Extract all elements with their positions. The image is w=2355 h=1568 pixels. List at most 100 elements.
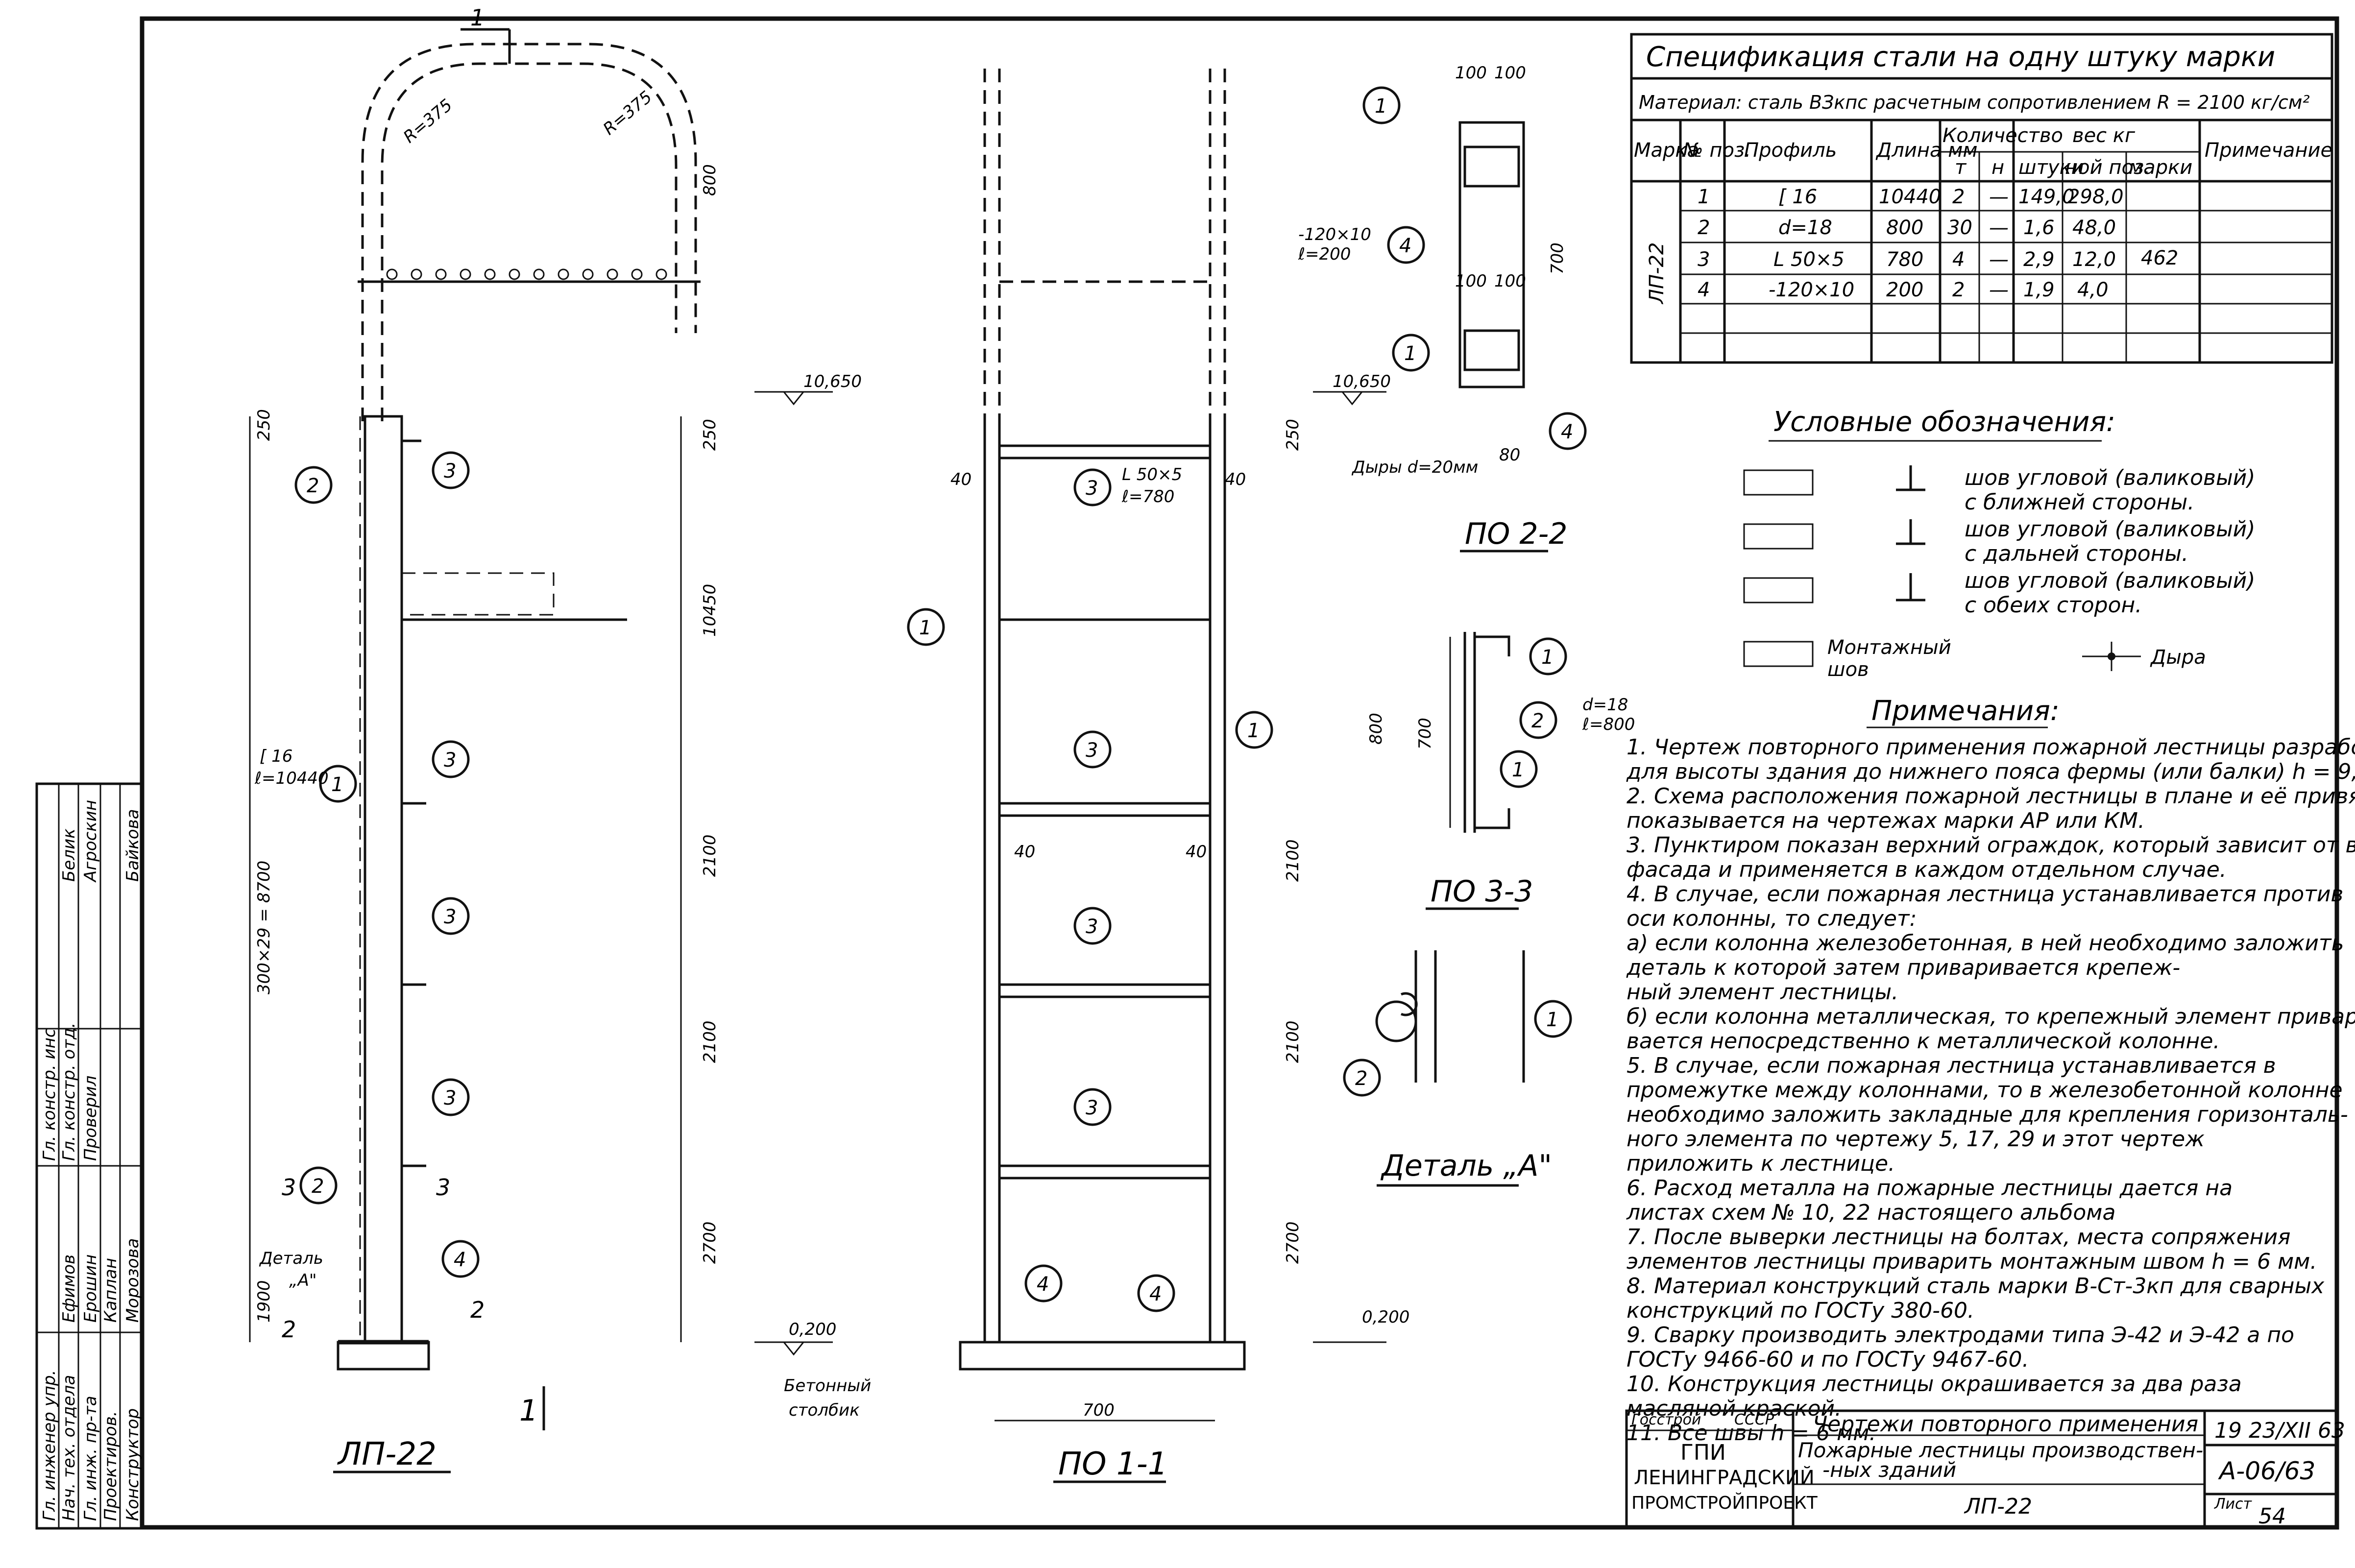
spec-cell: 10440 (1879, 186, 1941, 208)
dimension-label: 700 (1083, 1400, 1115, 1420)
spec-cell: 2 (1952, 279, 1965, 301)
section-mark: 3 (436, 1174, 450, 1201)
spec-cell: 1,6 (2023, 217, 2055, 239)
spec-cell: L 50×5 (1773, 248, 1845, 271)
note-line: 9. Сварку производить электродами типа Э… (1627, 1323, 2294, 1348)
legend-text: с ближней стороны. (1965, 490, 2194, 515)
main-elevation-view: R=375 R=375 1 10450 800 250 2100 2100 27… (249, 4, 862, 1473)
signature-role: Гл. констр. отд. (59, 1023, 79, 1161)
callout-1: 1 (1247, 720, 1260, 742)
stamp-code: А-06/63 (2218, 1457, 2315, 1485)
spec-cell: 12,0 (2072, 248, 2116, 271)
note-line: 11. Все швы h = 6 мм. (1627, 1421, 1876, 1446)
note-line: для высоты здания до нижнего пояса фермы… (1626, 759, 2355, 784)
callout-3: 3 (444, 460, 456, 482)
dimension-label: 300×29 = 8700 (254, 861, 274, 994)
note-line: 1. Чертеж повторного применения пожарной… (1627, 735, 2355, 760)
note-line: приложить к лестнице. (1627, 1151, 1895, 1176)
note-line: необходимо заложить закладные для крепле… (1627, 1102, 2348, 1127)
callout-4: 4 (1399, 235, 1411, 257)
dimension-label: 800 (700, 164, 720, 196)
dimension-label: 40 (950, 470, 971, 489)
spec-header: штуки (2018, 156, 2084, 179)
stamp-sheet-label: Лист (2214, 1496, 2253, 1513)
stamp-title: Чертежи повторного применения (1813, 1412, 2198, 1437)
spec-header: ной поз. (2065, 156, 2150, 179)
callout-4: 4 (454, 1249, 466, 1271)
spec-cell: 2 (1952, 186, 1965, 208)
legend-text: шов угловой (валиковый) (1965, 465, 2255, 490)
legend-text: шов (1827, 658, 1869, 681)
profile-length: ℓ=780 (1121, 487, 1174, 507)
view-title: ЛП-22 (337, 1436, 437, 1472)
dimension-label: 700 (1548, 242, 1567, 274)
spec-cell: d=18 (1778, 217, 1832, 239)
spec-header: Примечание (2205, 139, 2332, 162)
elevation-label: 10,650 (803, 372, 862, 391)
legend-text: шов угловой (валиковый) (1965, 517, 2255, 542)
note-line: масляной краской. (1627, 1396, 1842, 1421)
detail-a-view: 1 2 Деталь „А" (1343, 950, 1572, 1187)
spec-cell: 149,0 (2018, 186, 2075, 208)
dimension-label: 250 (1283, 419, 1303, 451)
view-title: Деталь „А" (1380, 1149, 1552, 1183)
legend-text: с дальней стороны. (1965, 541, 2188, 566)
signature-role: Гл. инженер упр. (40, 1370, 59, 1521)
spec-cell: 298,0 (2067, 186, 2124, 208)
profile-label: [ 16 (260, 747, 292, 766)
dimension-label: 100 (1494, 63, 1526, 83)
spec-title: Спецификация стали на одну штуку марки (1646, 41, 2275, 73)
view-title: ПО 3-3 (1431, 874, 1533, 909)
profile-label: d=18 (1582, 695, 1628, 715)
detail-ref: Деталь (259, 1249, 323, 1268)
table-row: 4 -120×10 200 2 — 1,9 4,0 (1698, 279, 2109, 301)
detail-ref: „А" (289, 1271, 317, 1290)
holes-label: Дыры d=20мм (1351, 458, 1478, 477)
stamp-mark: ЛП-22 (1964, 1494, 2032, 1519)
view-title: ПО 1-1 (1058, 1446, 1167, 1482)
note-line: 6. Расход металла на пожарные лестницы д… (1627, 1176, 2233, 1201)
profile-length: ℓ=800 (1582, 715, 1635, 734)
spec-cell: 780 (1886, 248, 1923, 271)
legend-text: Дыра (2150, 646, 2206, 669)
base-label: столбик (789, 1400, 860, 1420)
signature-name: Белик (59, 828, 79, 882)
stamp-institute: ЛЕНИНГРАДСКИЙ (1634, 1466, 1815, 1489)
spec-cell: — (1989, 279, 2009, 301)
callout-1: 1 (1375, 95, 1387, 118)
callout-3: 3 (444, 749, 456, 772)
callout-3: 3 (1086, 739, 1098, 762)
spec-header: Количество (1942, 124, 2063, 147)
dimension-label: 250 (700, 419, 720, 451)
note-line: элементов лестницы приварить монтажным ш… (1627, 1249, 2317, 1274)
spec-header: № поз. (1682, 139, 1751, 162)
section-mark: 3 (282, 1174, 296, 1201)
spec-header: Длина мм (1875, 139, 1978, 162)
callout-3: 3 (444, 1087, 456, 1110)
callout-3: 3 (1086, 916, 1098, 938)
view-title: ПО 2-2 (1465, 517, 1567, 551)
stamp-title: -ных зданий (1822, 1458, 1956, 1482)
callout-2: 2 (1531, 710, 1544, 732)
signature-name: Морозова (123, 1238, 143, 1323)
spec-cell: 48,0 (2072, 217, 2116, 239)
note-line: показывается на чертежах марки АР или КМ… (1627, 808, 2145, 833)
radius-label: R=375 (400, 95, 456, 147)
spec-cell: 30 (1947, 217, 1972, 239)
note-line: конструкций по ГОСТу 380-60. (1627, 1298, 1974, 1323)
note-line: а) если колонна железобетонная, в ней не… (1627, 931, 2344, 956)
notes-block: Примечания: 1. Чертеж повторного примене… (1626, 695, 2355, 1446)
spec-cell: 4 (1698, 279, 1710, 301)
note-line: 2. Схема расположения пожарной лестницы … (1627, 784, 2355, 809)
dimension-label: 2100 (700, 834, 720, 877)
spec-header: вес кг (2072, 124, 2136, 147)
spec-cell: 200 (1886, 279, 1923, 301)
section-2-2-view: 1 4 1 4 -120×10 ℓ=200 Дыры d=20мм 100 10… (1298, 63, 1587, 553)
guard-rungs (386, 268, 667, 280)
legend: Условные обозначения: шов угловой (валик… (1743, 406, 2255, 681)
profile-length: ℓ=10440 (254, 769, 329, 788)
stamp-year: 19 23/XII 63 (2214, 1418, 2345, 1443)
elevation-label: 0,200 (789, 1320, 836, 1339)
legend-text: шов угловой (валиковый) (1965, 568, 2255, 593)
